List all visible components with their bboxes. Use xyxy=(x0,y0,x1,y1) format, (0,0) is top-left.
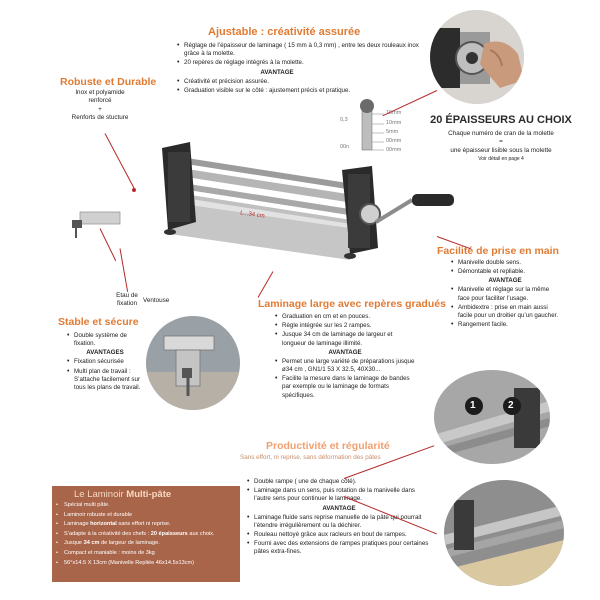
robuste-title: Robuste et Durable xyxy=(60,76,157,88)
productivite-text: Double rampe ( une de chaque côté). Lami… xyxy=(246,478,432,558)
robuste-plus: + xyxy=(98,105,102,113)
productivite-subtitle: Sans effort, ni reprise, sans déformatio… xyxy=(240,454,381,461)
summary-item-bold: horizontal xyxy=(90,521,117,528)
scale-label: 10mm xyxy=(386,120,402,126)
facilite-bullet: Rangement facile. xyxy=(451,321,560,329)
ventouse-label: Ventouse xyxy=(143,297,170,304)
summary-box: Le Laminoir Multi-pâte Spécial multi pât… xyxy=(52,486,240,582)
summary-item: 56°x14.5 X 13cm (Manivelle Repliée 46x14… xyxy=(54,559,238,569)
stable-bullet: Double système de fixation. xyxy=(67,332,144,348)
rollers-closeup-photo: 1 2 xyxy=(434,370,550,464)
robuste-line: renforcé xyxy=(88,97,112,105)
epaisseurs-line: Chaque numéro de cran de la molette xyxy=(448,130,554,137)
laminage-avantage-label: AVANTAGE xyxy=(328,348,362,356)
scale-left-bottom: 00n xyxy=(340,144,350,150)
facilite-bullet: Manivelle et réglage sur la même face po… xyxy=(451,286,560,302)
summary-title-bold: Multi-pâte xyxy=(126,489,172,500)
laminage-title: Laminage large avec repères gradués xyxy=(258,298,446,310)
clamp-closeup-photo xyxy=(146,316,240,410)
summary-item: Spécial multi pâte. xyxy=(54,501,238,511)
summary-item: Laminoir robuste et durable xyxy=(54,511,238,521)
productivite-bullet: Rouleau nettoyé grâce aux racleurs en bo… xyxy=(247,531,432,539)
top-avantage-label: AVANTAGE xyxy=(260,68,294,76)
summary-item-bold: 34 cm xyxy=(83,540,100,547)
stable-text: Double système de fixation. AVANTAGES Fi… xyxy=(66,332,144,393)
laminage-bullet: Règle intégrée sur les 2 rampes. xyxy=(275,322,416,330)
productivite-bullet: Laminage dans un sens, puis rotation de … xyxy=(247,487,432,503)
top-title: Ajustable : créativité assurée xyxy=(208,26,361,38)
scale-label: 00mm xyxy=(386,138,402,144)
stable-bullet: Multi plan de travail : S’attache facile… xyxy=(67,368,144,393)
stable-title: Stable et sécure xyxy=(58,316,139,328)
knob-closeup-photo xyxy=(430,10,524,104)
summary-item-pre: Jusque xyxy=(64,540,84,547)
epaisseurs-equals: = xyxy=(499,138,503,146)
scale-label: 00mm xyxy=(386,147,402,153)
scale-left-top: 0,3 xyxy=(340,117,348,123)
dough-rolling-photo xyxy=(444,480,564,586)
summary-list: Spécial multi pâte. Laminoir robuste et … xyxy=(54,501,238,568)
robuste-text: Inox et polyamide renforcé + Renforts de… xyxy=(60,89,140,122)
top-bullet: Créativité et précision assurée. xyxy=(177,78,428,86)
laminage-bullet: Facilite la mesure dans le laminage de b… xyxy=(275,375,416,400)
summary-item-pre: Laminage xyxy=(64,521,91,528)
robuste-line: Renforts de stucture xyxy=(71,113,129,121)
dough-sheeter-machine-image: L...34 cm xyxy=(50,130,470,280)
epaisseurs-title: 20 ÉPAISSEURS AU CHOIX xyxy=(430,114,572,126)
productivite-avantage-label: AVANTAGE xyxy=(322,504,356,512)
productivite-title: Productivité et régularité xyxy=(266,440,390,452)
robuste-line: Inox et polyamide xyxy=(75,89,125,96)
laminage-bullet: Graduation en cm et en pouces. xyxy=(275,313,416,321)
laminage-bullet: Permet une large variété de préparations… xyxy=(275,358,416,374)
leader-dot xyxy=(132,188,136,192)
summary-item-post: sans effort ni reprise. xyxy=(116,521,171,528)
summary-item: Jusque 34 cm de largeur de laminage. xyxy=(54,539,238,549)
summary-item-bold: 20 épaisseurs xyxy=(150,530,188,537)
summary-item-pre: Compact et maniable : moins de 3kg xyxy=(64,549,155,556)
facilite-bullet: Démontable et repliable. xyxy=(451,268,560,276)
etau-label: Etau de fixation xyxy=(116,292,138,308)
stable-avantage-label: AVANTAGES xyxy=(86,349,124,357)
summary-item-pre: Laminoir robuste et durable xyxy=(64,511,133,518)
epaisseurs-text: Chaque numéro de cran de la molette = un… xyxy=(416,130,586,163)
top-bullet: 20 repères de réglage intégrés à la mole… xyxy=(177,59,428,67)
facilite-bullet: Ambidextre : prise en main aussi facile … xyxy=(451,304,560,320)
facilite-text: Manivelle double sens. Démontable et rep… xyxy=(450,259,560,330)
summary-item-pre: Spécial multi pâte. xyxy=(64,502,110,508)
marker-2: 2 xyxy=(508,400,514,411)
summary-item: S’adapte à la créativité des chefs : 20 … xyxy=(54,530,238,540)
summary-item: Compact et maniable : moins de 3kg xyxy=(54,549,238,559)
thickness-scale-graphic: 0,3 00n 15mm 10mm 5mm 00mm 00mm xyxy=(340,98,420,156)
summary-item-pre: S’adapte à la créativité des chefs : xyxy=(64,530,151,537)
summary-item: Laminage horizontal sans effort ni repri… xyxy=(54,520,238,530)
stable-bullet: Fixation sécurisée xyxy=(67,358,144,366)
top-bullet: Réglage de l’épaisseur de laminage ( 15 … xyxy=(177,42,428,58)
productivite-bullet: Double rampe ( une de chaque côté). xyxy=(247,478,432,486)
top-text-block: Réglage de l’épaisseur de laminage ( 15 … xyxy=(176,42,428,96)
epaisseurs-ref: Voir détail en page 4 xyxy=(478,155,524,162)
laminage-bullet: Jusque 34 cm de laminage de largeur et l… xyxy=(275,331,416,347)
summary-item-post: aux choix. xyxy=(187,530,215,537)
epaisseurs-line: une épaisseur lisible sous la molette xyxy=(450,146,552,154)
laminage-text: Graduation en cm et en pouces. Règle int… xyxy=(274,313,416,401)
productivite-bullet: Laminage fluide sans reprise manuelle de… xyxy=(247,514,432,530)
scale-label: 15mm xyxy=(386,110,402,116)
scale-label: 5mm xyxy=(386,129,399,135)
summary-title-plain: Le Laminoir xyxy=(74,489,127,500)
productivite-bullet: Fourni avec des extensions de rampes pra… xyxy=(247,540,432,556)
summary-title: Le Laminoir Multi-pâte xyxy=(74,489,171,500)
summary-item-post: de largeur de laminage. xyxy=(99,540,160,547)
facilite-bullet: Manivelle double sens. xyxy=(451,259,560,267)
facilite-title: Facilité de prise en main xyxy=(437,245,559,257)
facilite-avantage-label: AVANTAGE xyxy=(488,277,522,285)
summary-item-pre: 56°x14.5 X 13cm (Manivelle Repliée 46x14… xyxy=(64,559,195,566)
marker-1: 1 xyxy=(470,400,476,411)
top-bullet: Graduation visible sur le côté : ajustem… xyxy=(177,87,428,95)
